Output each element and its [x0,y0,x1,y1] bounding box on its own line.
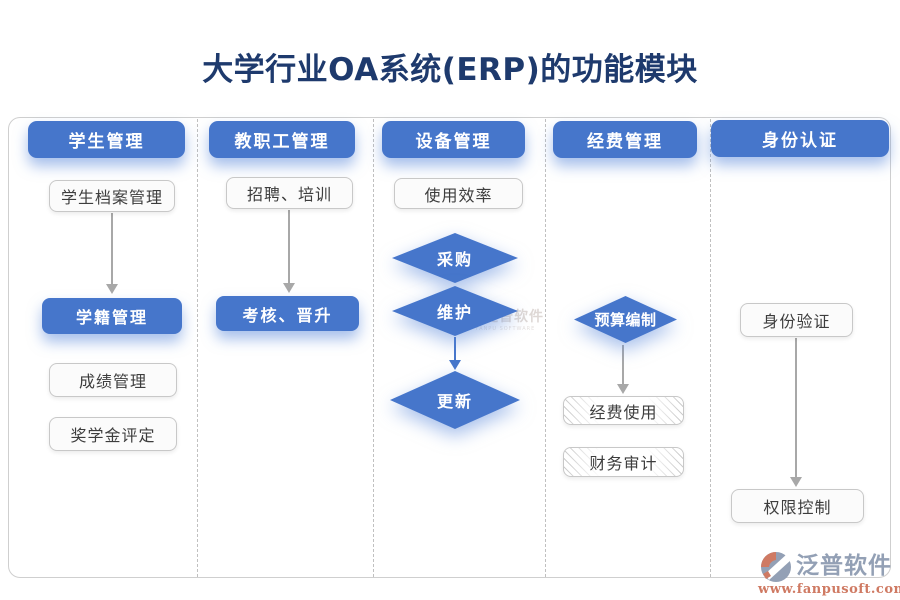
column-divider [197,119,198,577]
node-scholarship-evaluation: 奖学金评定 [49,417,177,451]
node-usage-efficiency: 使用效率 [394,178,523,209]
diagram-frame [8,117,891,578]
arrow-down-blue [454,337,456,361]
arrow-down [622,345,624,385]
node-identity-verification: 身份验证 [740,303,853,337]
node-student-status-management: 学籍管理 [42,298,182,334]
diamond-budget-preparation: 预算编制 [574,296,677,343]
arrow-down [795,338,797,478]
node-recruitment-training: 招聘、培训 [226,177,353,209]
diamond-maintenance: 维护 [392,286,518,336]
node-financial-audit: 财务审计 [563,447,684,477]
column-divider [710,119,711,577]
header-student-management: 学生管理 [28,121,185,158]
node-student-archive-management: 学生档案管理 [49,180,175,212]
fanpu-logo: 泛普软件 www.fanpusoft.com [758,549,900,597]
diamond-update: 更新 [390,371,520,429]
watermark-subtext: FANPU SOFTWARE [475,326,536,332]
header-identity-authentication: 身份认证 [711,120,889,157]
column-divider [545,119,546,577]
page-title: 大学行业OA系统(ERP)的功能模块 [202,52,698,88]
column-divider [373,119,374,577]
diamond-procurement: 采购 [392,233,518,283]
node-grade-management: 成绩管理 [49,363,177,397]
fanpu-logo-icon [761,552,791,582]
header-funding-management: 经费管理 [553,121,697,158]
header-equipment-management: 设备管理 [382,121,525,158]
logo-url-text: www.fanpusoft.com [758,582,900,597]
header-staff-management: 教职工管理 [209,121,355,158]
node-appraisal-promotion: 考核、晋升 [216,296,359,331]
arrow-down [288,210,290,284]
arrow-down [111,213,113,285]
node-funds-usage: 经费使用 [563,396,684,425]
logo-brand-text: 泛普软件 [796,553,892,579]
node-permission-control: 权限控制 [731,489,864,523]
